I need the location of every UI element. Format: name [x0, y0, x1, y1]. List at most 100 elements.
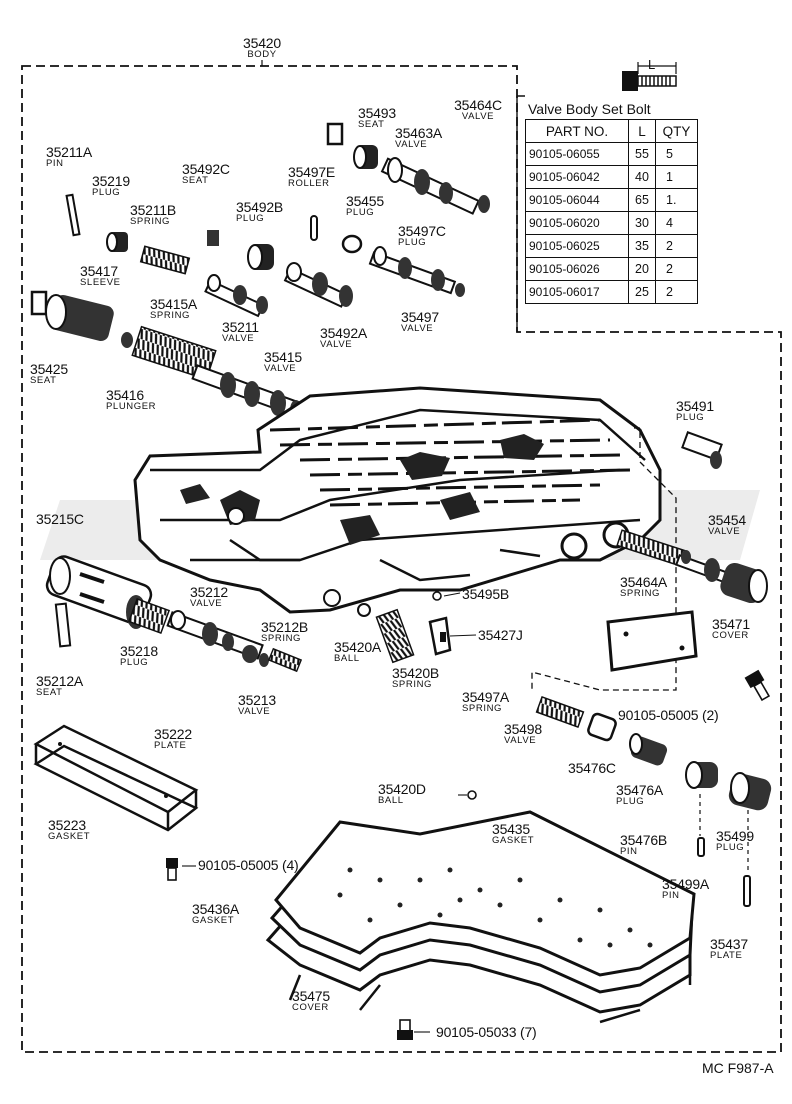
part-number: 90105-05005 (2) — [618, 707, 719, 723]
bolt-cell-part: 90105-06025 — [525, 234, 629, 258]
bolt-cell-part: 90105-06017 — [525, 280, 629, 304]
header-label: 35420 BODY — [243, 36, 281, 60]
part-number: 35427J — [478, 627, 523, 643]
part-number: 35420A — [334, 639, 382, 655]
part-number: 35211B — [130, 202, 177, 218]
bolt-table-title: Valve Body Set Bolt — [528, 101, 651, 117]
bolt-icon — [622, 62, 677, 91]
part-number: 35437 — [710, 936, 748, 952]
part-name: PIN — [46, 158, 64, 169]
header-part-no: 35420 — [243, 35, 281, 51]
part-name: COVER — [712, 630, 749, 641]
part-name: GASKET — [48, 831, 91, 842]
part-name: COVER — [292, 1002, 329, 1013]
part-number: 90105-05033 (7) — [436, 1024, 537, 1040]
part-number: 35218 — [120, 643, 158, 659]
part-number: 35476C — [568, 760, 616, 776]
part-number: 35212A — [36, 673, 84, 689]
part-name: VALVE — [320, 339, 353, 350]
part-number: 35497A — [462, 689, 510, 705]
part-number: 35215C — [36, 511, 84, 527]
part-number: 90105-05005 (4) — [198, 857, 299, 873]
part-name: PLUG — [716, 842, 745, 853]
bolt-cell-l: 30 — [628, 211, 656, 235]
part-name: VALVE — [504, 735, 537, 746]
bolt-cell-qty: 2 — [655, 234, 698, 258]
part-number: 35476B — [620, 832, 668, 848]
bolt-cell-part: 90105-06044 — [525, 188, 629, 212]
part-label: 35476C — [568, 761, 616, 775]
part-number: 35499A — [662, 876, 710, 892]
part-name: ROLLER — [288, 178, 330, 189]
part-number: 35213 — [238, 692, 276, 708]
part-name: SPRING — [261, 633, 302, 644]
part-number: 35211 — [222, 319, 259, 335]
bolt-cell-part: 90105-06020 — [525, 211, 629, 235]
bolt-cell-l: 20 — [628, 257, 656, 281]
part-name: SEAT — [182, 175, 209, 186]
part-label: 90105-05033 (7) — [436, 1025, 537, 1039]
part-name: PLUG — [676, 412, 705, 423]
part-label: 90105-05005 (2) — [618, 708, 719, 722]
part-number: 35492A — [320, 325, 368, 341]
part-name: PIN — [620, 846, 638, 857]
part-number: 35420B — [392, 665, 440, 681]
bolt-cell-l: 40 — [628, 165, 656, 189]
part-name: VALVE — [264, 363, 297, 374]
part-name: VALVE — [401, 323, 434, 334]
bolt-dimension-label: L — [648, 57, 656, 72]
part-name: SEAT — [36, 687, 63, 698]
part-number: 35497C — [398, 223, 446, 239]
part-number: 35417 — [80, 263, 118, 279]
part-name: PLATE — [154, 740, 187, 751]
part-number: 35425 — [30, 361, 68, 377]
bolt-cell-l: 25 — [628, 280, 656, 304]
bolt-cell-l: 55 — [628, 142, 656, 166]
part-name: PLUG — [236, 213, 265, 224]
part-label: 35427J — [478, 628, 523, 642]
col-part-no: PART NO. — [525, 119, 629, 143]
bolt-cell-qty: 2 — [655, 257, 698, 281]
bolt-cell-qty: 1. — [655, 188, 698, 212]
bolt-cell-part: 90105-06055 — [525, 142, 629, 166]
col-qty: QTY — [655, 119, 698, 143]
header-part-name: BODY — [247, 49, 277, 60]
part-name: SEAT — [358, 119, 385, 130]
part-number: 35455 — [346, 193, 384, 209]
part-name: VALVE — [395, 139, 428, 150]
bolt-cell-part: 90105-06042 — [525, 165, 629, 189]
plate-stack — [265, 810, 696, 1024]
bolt-cell-qty: 1 — [655, 165, 698, 189]
part-name: PLUG — [346, 207, 375, 218]
valve-body — [133, 386, 662, 614]
part-number: 35212B — [261, 619, 309, 635]
